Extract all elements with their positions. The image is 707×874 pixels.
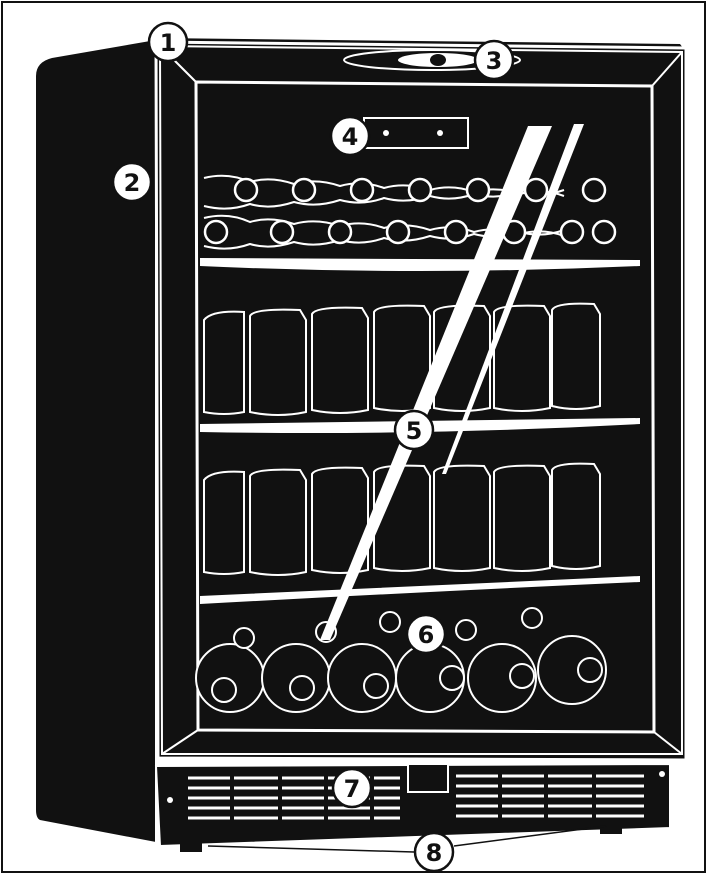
bottle-neck xyxy=(593,221,615,243)
bottle-neck xyxy=(409,179,431,201)
callout-8: 8 xyxy=(415,833,453,871)
leveling-leg-left xyxy=(180,842,202,852)
callout-number: 6 xyxy=(418,621,435,649)
bottle-neck xyxy=(561,221,583,243)
bottle-base-cap xyxy=(290,676,314,700)
bottle-base-cap xyxy=(440,666,464,690)
bottle-neck-top xyxy=(234,628,254,648)
callout-number: 8 xyxy=(426,839,443,867)
callout-3: 3 xyxy=(475,41,513,79)
door-lock-keyhole xyxy=(430,54,446,66)
callout-number: 5 xyxy=(406,417,423,445)
bottle-neck-top xyxy=(380,612,400,632)
base-screw-left xyxy=(167,797,173,803)
bottle-base-cap xyxy=(510,664,534,688)
bottle-neck xyxy=(525,179,547,201)
callout-7: 7 xyxy=(333,769,371,807)
bottle-base-cap xyxy=(364,674,388,698)
control-panel xyxy=(364,118,468,148)
bottle-neck xyxy=(205,221,227,243)
base-screw-right xyxy=(659,771,665,777)
cabinet-side-panel xyxy=(36,40,156,842)
bottle-neck xyxy=(329,221,351,243)
callout-number: 2 xyxy=(124,169,141,197)
bottle-neck xyxy=(293,179,315,201)
callout-number: 1 xyxy=(160,29,177,57)
callout-4: 4 xyxy=(331,117,369,155)
control-panel-button-right xyxy=(437,130,443,136)
bottle-base xyxy=(196,644,264,712)
control-panel-button-left xyxy=(383,130,389,136)
bottle-neck xyxy=(271,221,293,243)
bottle-neck xyxy=(351,179,373,201)
bottle-neck xyxy=(467,179,489,201)
bottle-neck-top xyxy=(522,608,542,628)
callout-number: 7 xyxy=(344,775,361,803)
bottle-base-cap xyxy=(212,678,236,702)
bottle-neck xyxy=(445,221,467,243)
bottle-neck xyxy=(235,179,257,201)
bottle-neck xyxy=(583,179,605,201)
callout-6: 6 xyxy=(407,615,445,653)
leveling-leg-right xyxy=(600,824,622,834)
callout-5: 5 xyxy=(395,411,433,449)
callout-2: 2 xyxy=(113,163,151,201)
callout-1: 1 xyxy=(149,23,187,61)
callout-number: 4 xyxy=(342,123,359,151)
callout-number: 3 xyxy=(486,47,503,75)
bottle-base-cap xyxy=(578,658,602,682)
bottle-neck-top xyxy=(456,620,476,640)
bottle-neck xyxy=(387,221,409,243)
base-center-tab xyxy=(408,764,448,792)
